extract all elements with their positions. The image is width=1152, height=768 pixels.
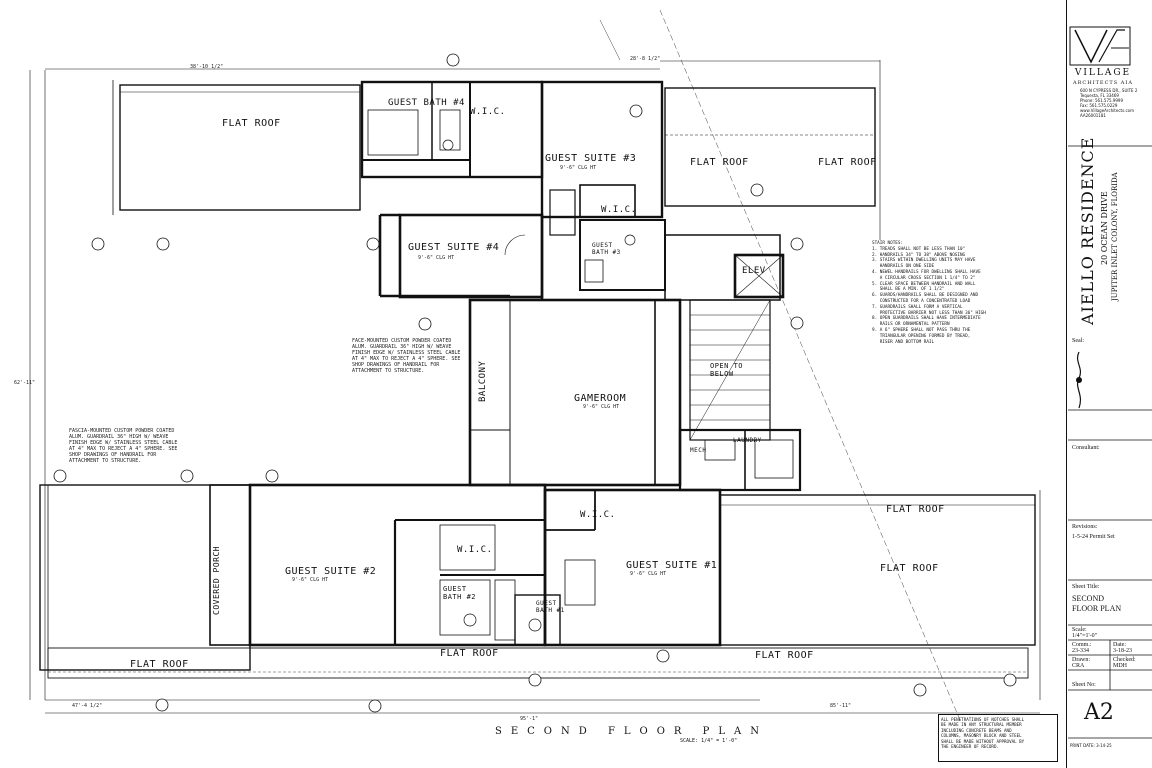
- room-guest-suite-2: GUEST SUITE #2: [285, 566, 377, 577]
- room-guest-suite-2-ceiling: 9'-6" CLG HT: [292, 577, 329, 583]
- room-laundry: LAUNDRY: [733, 437, 762, 444]
- checked-value: MDH: [1113, 663, 1128, 669]
- room-guest-suite-4-ceiling: 9'-6" CLG HT: [418, 255, 455, 261]
- room-guest-suite-4: GUEST SUITE #4: [408, 242, 500, 253]
- sheet-title: SECOND FLOOR PLAN: [1072, 594, 1122, 613]
- room-gameroom-ceiling: 9'-6" CLG HT: [583, 404, 620, 410]
- drawn-label: Drawn:: [1072, 657, 1090, 663]
- seal-icon: [1076, 351, 1082, 409]
- room-gameroom: GAMEROOM: [574, 393, 627, 404]
- room-elev: ELEV: [742, 266, 766, 276]
- drawn-value: CRA: [1072, 663, 1085, 669]
- room-guest-suite-1-ceiling: 9'-6" CLG HT: [630, 571, 667, 577]
- room-guest-bath-1: GUEST BATH #1: [536, 600, 565, 614]
- dim-bottom-right: 85'-11": [830, 703, 852, 709]
- room-flat-roof-bottom-left: FLAT ROOF: [130, 659, 189, 670]
- room-flat-roof-bottom-mid: FLAT ROOF: [440, 648, 499, 659]
- consultant-label: Consultant:: [1072, 445, 1100, 451]
- room-wic-suite-1: W.I.C.: [580, 510, 616, 520]
- room-open-to-below: OPEN TO BELOW: [710, 362, 744, 378]
- date-label: Date:: [1113, 642, 1126, 648]
- room-flat-roof-top-right-1: FLAT ROOF: [690, 157, 749, 168]
- room-mech: MECH: [690, 447, 707, 454]
- dim-top-overall: 38'-10 1/2": [190, 64, 224, 70]
- project-address-line-2: JUPITER INLET COLONY, FLORIDA: [1111, 172, 1119, 301]
- stair-notes: STAIR NOTES: 1. TREADS SHALL NOT BE LESS…: [872, 241, 986, 345]
- room-guest-suite-3: GUEST SUITE #3: [545, 153, 637, 164]
- project-address-line-1: 20 OCEAN DRIVE: [1100, 191, 1109, 265]
- room-guest-suite-3-ceiling: 9'-6" CLG HT: [560, 165, 597, 171]
- guardrail-note-mid: FACE-MOUNTED CUSTOM POWDER COATED ALUM. …: [352, 338, 461, 374]
- firm-name: VILLAGE: [1074, 68, 1132, 78]
- room-covered-porch: COVERED PORCH: [212, 545, 221, 615]
- room-balcony: BALCONY: [478, 360, 488, 402]
- scale-label: Scale:: [1072, 627, 1087, 633]
- room-guest-bath-2: GUEST BATH #2: [443, 585, 477, 601]
- title-block: [1066, 0, 1152, 768]
- date-value: 3-18-23: [1113, 648, 1132, 654]
- room-flat-roof-bottom-right: FLAT ROOF: [755, 650, 814, 661]
- scale-value: 1/4"=1'-0": [1072, 633, 1098, 639]
- comm-label: Comm.:: [1072, 642, 1092, 648]
- drawing-title: SECOND FLOOR PLAN: [495, 726, 768, 737]
- drawing-scale: SCALE: 1/4" = 1'-0": [680, 738, 738, 744]
- room-wic-suite-2: W.I.C.: [457, 545, 493, 555]
- room-guest-bath-3: GUEST BATH #3: [592, 242, 621, 256]
- room-flat-roof-top-left: FLAT ROOF: [222, 118, 281, 129]
- room-flat-roof-mid-right-1: FLAT ROOF: [886, 504, 945, 515]
- room-wic-suite-3: W.I.C.: [601, 205, 637, 215]
- dim-bottom-overall: 95'-1": [520, 716, 539, 722]
- seal-label: Seal:: [1072, 338, 1084, 344]
- sheet-number: A2: [1084, 700, 1114, 725]
- print-date: PRINT DATE: 3-14-25: [1070, 743, 1112, 748]
- revision-entry-1: 1-5-24 Permit Set: [1072, 534, 1115, 540]
- comm-value: 23-334: [1072, 648, 1089, 654]
- checked-label: Checked:: [1113, 657, 1136, 663]
- sheet-title-label: Sheet Title:: [1072, 584, 1100, 590]
- room-flat-roof-mid-right-2: FLAT ROOF: [880, 563, 939, 574]
- dim-bottom-left: 47'-4 1/2": [72, 703, 103, 709]
- firm-contact-info: 600 N CYPRESS DR., SUITE 2 Tequesta, FL …: [1080, 88, 1138, 118]
- room-guest-suite-1: GUEST SUITE #1: [626, 560, 718, 571]
- sheet-number-label: Sheet No:: [1072, 682, 1096, 688]
- room-guest-bath-4: GUEST BATH #4: [388, 98, 465, 108]
- dim-left-overall: 62'-11": [14, 380, 36, 386]
- room-flat-roof-top-right-2: FLAT ROOF: [818, 157, 877, 168]
- room-wic-top: W.I.C.: [470, 107, 506, 117]
- guardrail-note-left: FASCIA-MOUNTED CUSTOM POWDER COATED ALUM…: [69, 428, 178, 464]
- firm-subtitle: ARCHITECTS AIA: [1073, 80, 1133, 86]
- structural-note: ALL PENETRATIONS OF NOTCHES SHALL BE MAD…: [938, 714, 1058, 762]
- revisions-label: Revisions:: [1072, 524, 1098, 530]
- firm-logo-icon: [1069, 26, 1131, 66]
- project-name: AIELLO RESIDENCE: [1078, 136, 1097, 325]
- dim-top-right: 28'-8 1/2": [630, 56, 661, 62]
